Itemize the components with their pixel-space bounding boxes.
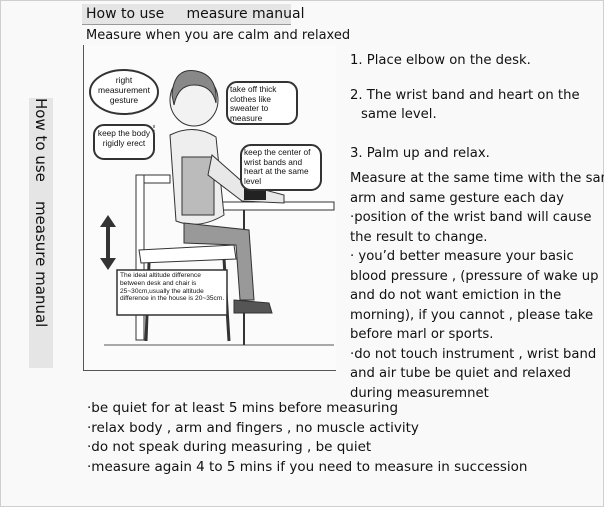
callout-clothes: take off thick clothes like sweater to m…: [230, 84, 277, 123]
note-line: ·position of the wrist band will cause: [350, 210, 592, 225]
callout-center: keep the center of wrist bands and heart…: [244, 147, 311, 186]
step-3: 3. Palm up and relax.: [350, 146, 490, 161]
note-line: morning), if you cannot , please take: [350, 307, 594, 323]
bullet-item: ·relax body , arm and fingers , no muscl…: [87, 419, 419, 436]
note-line: during measuremnet: [350, 385, 489, 401]
note-line: and air tube be quiet and relaxed: [350, 366, 571, 381]
posture-drawing: [89, 69, 335, 346]
bullet-item: ·measure again 4 to 5 mins if you need t…: [87, 458, 528, 475]
side-label: How to use measure manual: [29, 98, 53, 368]
note-line: arm and same gesture each day: [350, 190, 564, 206]
bullet-item: ·be quiet for at least 5 mins before mea…: [87, 400, 399, 416]
bullet-list: ·be quiet for at least 5 mins before mea…: [87, 399, 527, 477]
subtitle: Measure when you are calm and relaxed: [86, 28, 351, 43]
note-line: before marl or sports.: [350, 327, 494, 342]
page-title: How to use measure manual: [82, 4, 304, 25]
step-2-line-2: same level.: [361, 107, 437, 122]
step-2-line-1: 2. The wrist band and heart on the: [350, 88, 580, 103]
step-1: 1. Place elbow on the desk.: [350, 53, 531, 68]
posture-illustration: right measurement gesture take off thick…: [83, 45, 336, 371]
note-line: Measure at the same time with the same: [350, 171, 604, 186]
note-line: the result to change.: [350, 229, 488, 245]
note-line: blood pressure , (pressure of wake up: [350, 268, 599, 284]
callout-erect: keep the body rigidly erect: [97, 128, 151, 148]
side-label-text: How to use measure manual: [32, 98, 50, 328]
bullet-item: ·do not speak during measuring , be quie…: [87, 439, 372, 455]
note-line: ·do not touch instrument , wrist band: [350, 346, 597, 362]
note-line: · you’d better measure your basic: [350, 249, 574, 264]
note-line: and do not want emiction in the: [350, 288, 562, 303]
notes: Measure at the same time with the same a…: [350, 169, 604, 403]
callout-gesture: right measurement gesture: [98, 75, 150, 105]
callout-altitude: The ideal altitude difference between de…: [120, 272, 225, 303]
